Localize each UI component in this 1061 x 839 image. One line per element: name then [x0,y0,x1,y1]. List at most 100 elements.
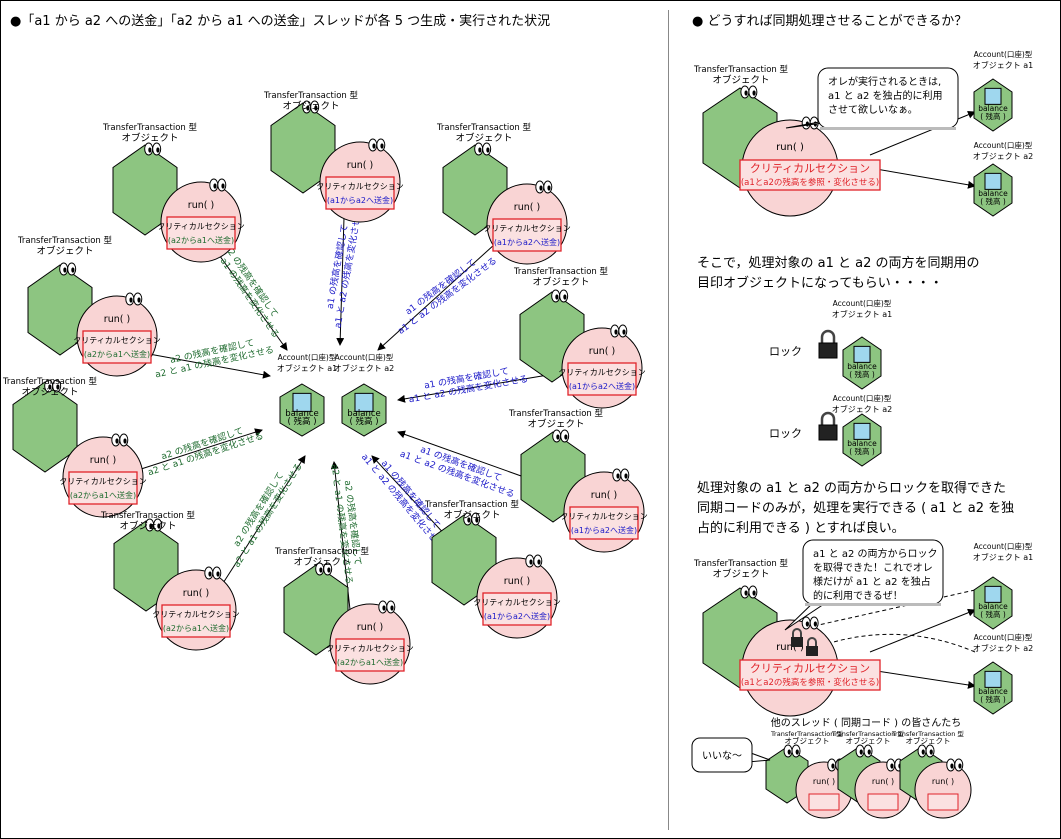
eyes-icon [552,429,570,443]
tt-object-label: オブジェクト [121,132,178,144]
arrow [215,455,306,595]
critical-section-box [808,793,840,811]
bubble-shadow [820,127,956,130]
balance-field [853,422,871,440]
tt-object-label: オブジェクト [282,100,339,112]
account-type-label: Account(口座)型 [974,140,1033,150]
pupil [744,90,748,96]
pupil [616,473,620,479]
critical-section-detail: (a1とa2の残高を参照・変化させる) [741,677,879,688]
account-type-label: Account(口座)型 [278,352,337,362]
zandaka-label: ( 残高 ) [349,416,378,427]
critical-section-label: クリティカルセクション [560,512,648,521]
arrow [336,217,345,346]
eyes-icon [315,562,333,576]
account-type-label: Account(口座)型 [974,49,1033,59]
transaction-hexagon [112,144,178,236]
bubble-line: 様だけが a1 と a2 を独占 [813,575,931,588]
pupil [813,621,817,627]
critical-section-label: クリティカルセクション [59,477,147,486]
account-type-label: Account(口座)型 [335,352,394,362]
transfer-transaction-object: run( )クリティカルセクション(a1とa2の残高を参照・変化させる)Tran… [693,65,881,217]
account-object-label: オブジェクト a1 [973,552,1034,562]
eyes-icon [111,433,129,447]
pupil [950,763,954,769]
pupil [564,434,568,440]
pupil [475,517,479,523]
zandaka-label: ( 残高 ) [980,694,1006,704]
critical-section-box [82,330,152,364]
pupil [306,105,310,111]
eyes-icon [59,262,77,276]
account-type-label: Account(口座)型 [974,541,1033,551]
run-label: run( ) [188,200,214,211]
pupil [157,523,161,529]
iina-text: いいな～ [702,750,742,762]
transfer-transaction-object: run( )クリティカルセクション(a1からa2へ送金)TransferTran… [263,91,404,223]
eyes-icon [612,468,630,482]
critical-section-box [68,471,138,505]
tt-type-label: TransferTransaction 型 [693,559,789,569]
pupil [547,185,551,191]
pupil [622,329,626,335]
balance-label: balance [285,409,318,419]
balance-label: balance [978,104,1008,113]
account-type-label: Account(口座)型 [974,632,1033,642]
balance-field [984,585,1002,603]
arrow [137,428,263,471]
account-hexagon [973,661,1013,715]
pupil [319,567,323,573]
critical-section-box [482,592,552,626]
critical-section-direction: (a2からa1へ送金) [168,235,234,245]
tt-type-label: TransferTransaction 型 [424,500,520,510]
eyes-icon [463,512,481,526]
transaction-hexagon [27,264,93,356]
tt-object-label: オブジェクト [846,736,891,746]
bubble-line: a1 と a2 を独占的に利用 [828,89,943,102]
eyes-icon [525,554,543,568]
arrow [869,167,976,189]
pupil [148,147,152,153]
eyes-icon [801,616,819,630]
eyes-icon [209,178,227,192]
eyes-icon [368,138,386,152]
tt-type-label: TransferTransaction 型 [17,236,113,246]
tt-object-label: オブジェクト [455,132,512,144]
balance-label: balance [847,362,877,371]
eyes-icon [917,744,935,758]
padlock-icon [818,411,838,441]
tt-object-label: オブジェクト [532,276,589,288]
zandaka-label: ( 残高 ) [980,196,1006,206]
pupil [156,147,160,153]
run-label: run( ) [776,642,804,653]
critical-section-label: クリティカルセクション [473,598,561,607]
pupil [921,749,925,755]
pupil [890,763,894,769]
bubble-line: オレが実行されるときは, [828,75,941,88]
critical-section-box [569,506,639,540]
transaction-hexagon [12,381,78,473]
lock-body [806,646,818,656]
arrow [330,461,353,629]
pupil [123,438,127,444]
critical-section-box [161,604,231,638]
balance-field [984,670,1002,688]
critical-section-direction: (a2からa1へ送金) [70,490,136,500]
tt-type-label: TransferTransaction 型 [508,409,604,419]
pupil [478,147,482,153]
tt-object-label: オブジェクト [785,736,830,746]
pupil [744,590,748,596]
eyes-icon [946,758,964,772]
pupil [614,329,618,335]
left-heading: ●「a1 から a2 への送金」「a2 から a1 への送金」スレッドが各 5 … [10,14,551,29]
pupil [867,749,871,755]
pupil [216,571,220,577]
lock-body [818,342,838,359]
eyes-icon [378,600,396,614]
critical-section-label: クリティカルセクション [316,182,404,191]
para-line: 目印オブジェクトになってもらい・・・・ [697,276,943,291]
zandaka-label: ( 残高 ) [980,609,1006,619]
